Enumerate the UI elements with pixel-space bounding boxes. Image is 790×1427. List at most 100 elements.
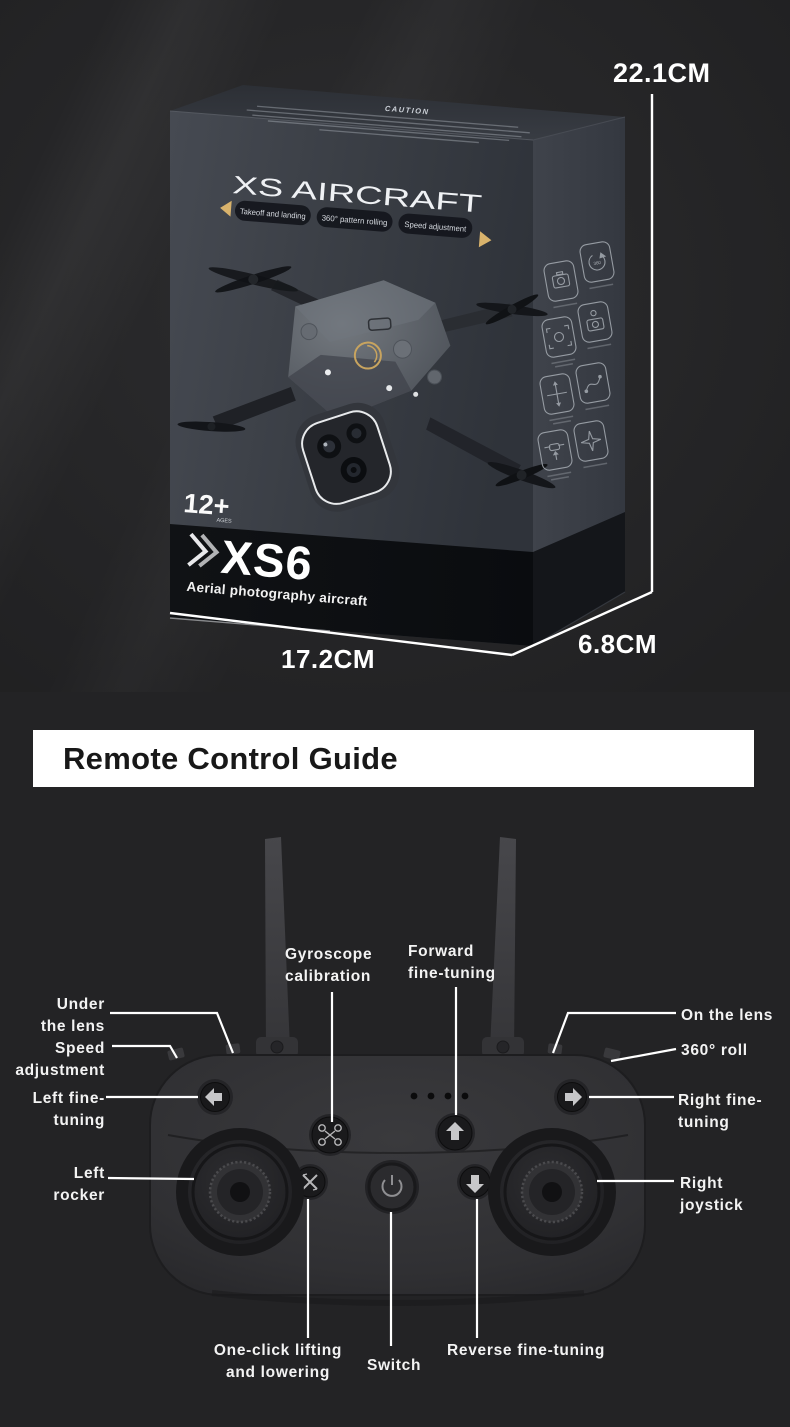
svg-text:360: 360 xyxy=(593,260,602,266)
left-arrow-icon xyxy=(205,1088,222,1106)
flower-camera-icon xyxy=(577,301,613,350)
one-click-x-icon xyxy=(302,1173,318,1191)
model-name: XS6 xyxy=(219,530,315,590)
label-line-1: Speed xyxy=(54,1040,105,1057)
svg-text:12+: 12+ xyxy=(183,488,231,522)
leader-lines xyxy=(106,987,677,1346)
left-joystick xyxy=(176,1128,304,1256)
right-antenna xyxy=(490,837,516,1051)
width-dimension-line xyxy=(169,611,513,657)
dimension-annotations xyxy=(169,94,654,657)
caution-heading: CAUTION xyxy=(385,104,430,117)
led-indicators xyxy=(410,1092,469,1100)
depth-dimension-line xyxy=(511,590,653,657)
propeller-rear-right xyxy=(476,294,548,325)
left-rocker-line xyxy=(107,1176,195,1181)
left-arrow-icon xyxy=(220,200,232,217)
left-antenna xyxy=(265,837,290,1051)
box-top-face xyxy=(170,85,625,140)
remote-controller xyxy=(149,837,646,1306)
side-feature-icons: 360 xyxy=(537,241,615,481)
label-left-fine-tuning: Left fine- tuning xyxy=(33,1088,105,1131)
propeller-front-right xyxy=(487,461,556,489)
label-left-rocker: Left rocker xyxy=(53,1163,105,1206)
gold-emblem-icon xyxy=(353,341,382,370)
label-line-2: tuning xyxy=(53,1111,105,1129)
altitude-hold-icon xyxy=(539,373,575,425)
headless-mode-icon xyxy=(573,420,609,469)
label-line-1: Gyroscope xyxy=(285,946,373,963)
right-arrow-icon xyxy=(478,231,492,248)
label-line-2: joystick xyxy=(680,1196,744,1214)
drone-illustration xyxy=(177,266,556,512)
under-lens-line xyxy=(110,1011,235,1054)
right-joystick xyxy=(488,1128,616,1256)
label-forward-fine-tuning: Forward fine-tuning xyxy=(408,941,496,984)
caution-text-block: CAUTION xyxy=(246,104,530,144)
box-side-face xyxy=(533,117,625,646)
speed-line xyxy=(112,1044,178,1059)
feature-badges: Takeoff and landing 360° pattern rolling… xyxy=(220,200,492,248)
section-title-bar: Remote Control Guide xyxy=(33,730,754,787)
gesture-photo-icon xyxy=(541,316,577,368)
camera-icon xyxy=(543,260,579,309)
label-line-2: rocker xyxy=(53,1186,105,1204)
label-line-1: Forward xyxy=(408,943,475,960)
propeller-front-left xyxy=(177,421,246,432)
label-line-2: the lens xyxy=(40,1017,105,1035)
down-arrow-icon xyxy=(466,1175,484,1193)
power-switch-icon xyxy=(381,1175,403,1197)
height-dimension-label: 22.1CM xyxy=(613,58,711,88)
label-line-1: Switch xyxy=(367,1357,422,1374)
roll-360-line xyxy=(610,1047,677,1063)
label-one-click-lifting: One-click lifting and lowering xyxy=(193,1340,363,1383)
label-line-1: One-click lifting xyxy=(213,1342,343,1359)
label-right-joystick: Right joystick xyxy=(680,1173,743,1216)
label-line-1: Right xyxy=(680,1175,724,1192)
age-badge-sub: AGES xyxy=(216,518,232,525)
label-line-1: On the lens xyxy=(681,1007,774,1024)
section-title: Remote Control Guide xyxy=(63,740,398,776)
label-line-1: Under xyxy=(56,996,105,1013)
age-badge: 12+ AGES xyxy=(183,488,233,525)
gyroscope-drone-icon xyxy=(318,1124,342,1146)
gyroscope-calibration-button xyxy=(309,1114,351,1156)
box-front-stripe xyxy=(170,524,533,646)
label-line-2: fine-tuning xyxy=(408,964,496,982)
left-fine-tune-button xyxy=(197,1079,233,1115)
remote-controller-graphic xyxy=(106,837,677,1346)
label-line-1: Right fine- xyxy=(678,1092,763,1109)
route-fly-icon xyxy=(575,362,611,411)
box-side-stripe xyxy=(533,512,625,646)
on-lens-line xyxy=(551,1011,676,1054)
label-line-2: adjustment xyxy=(15,1061,105,1079)
package-box-graphic: CAUTION XS AIRCRAFT Takeoff and landing … xyxy=(169,58,711,674)
power-switch-button xyxy=(365,1160,419,1214)
label-line-2: calibration xyxy=(285,967,372,985)
label-line-2: and lowering xyxy=(226,1363,330,1381)
label-360-roll: 360° roll xyxy=(681,1040,748,1062)
label-right-fine-tuning: Right fine- tuning xyxy=(678,1090,762,1133)
label-line-1: Reverse fine-tuning xyxy=(447,1342,605,1359)
right-arrow-icon xyxy=(565,1088,582,1106)
depth-dimension-label: 6.8CM xyxy=(578,629,657,659)
up-arrow-icon xyxy=(446,1122,464,1140)
reverse-fine-tune-button xyxy=(457,1164,493,1200)
label-reverse-fine-tuning: Reverse fine-tuning xyxy=(447,1340,605,1362)
product-box: CAUTION XS AIRCRAFT Takeoff and landing … xyxy=(169,85,626,647)
label-line-2: tuning xyxy=(678,1113,730,1131)
label-speed-adjustment: Speed adjustment xyxy=(15,1038,105,1081)
forward-fine-tune-button xyxy=(435,1113,475,1153)
label-on-the-lens: On the lens xyxy=(681,1005,773,1027)
label-line-1: Left xyxy=(73,1165,105,1182)
one-key-lift-icon xyxy=(537,429,573,481)
label-gyroscope-calibration: Gyroscope calibration xyxy=(285,944,372,987)
360-roll-icon: 360 xyxy=(579,241,615,290)
camera-gimbal xyxy=(295,402,400,512)
label-line-1: 360° roll xyxy=(681,1042,748,1059)
right-fine-tune-button xyxy=(554,1079,590,1115)
label-switch: Switch xyxy=(367,1355,421,1377)
label-under-the-lens: Under the lens xyxy=(41,994,105,1037)
propeller-rear-left xyxy=(208,266,298,293)
